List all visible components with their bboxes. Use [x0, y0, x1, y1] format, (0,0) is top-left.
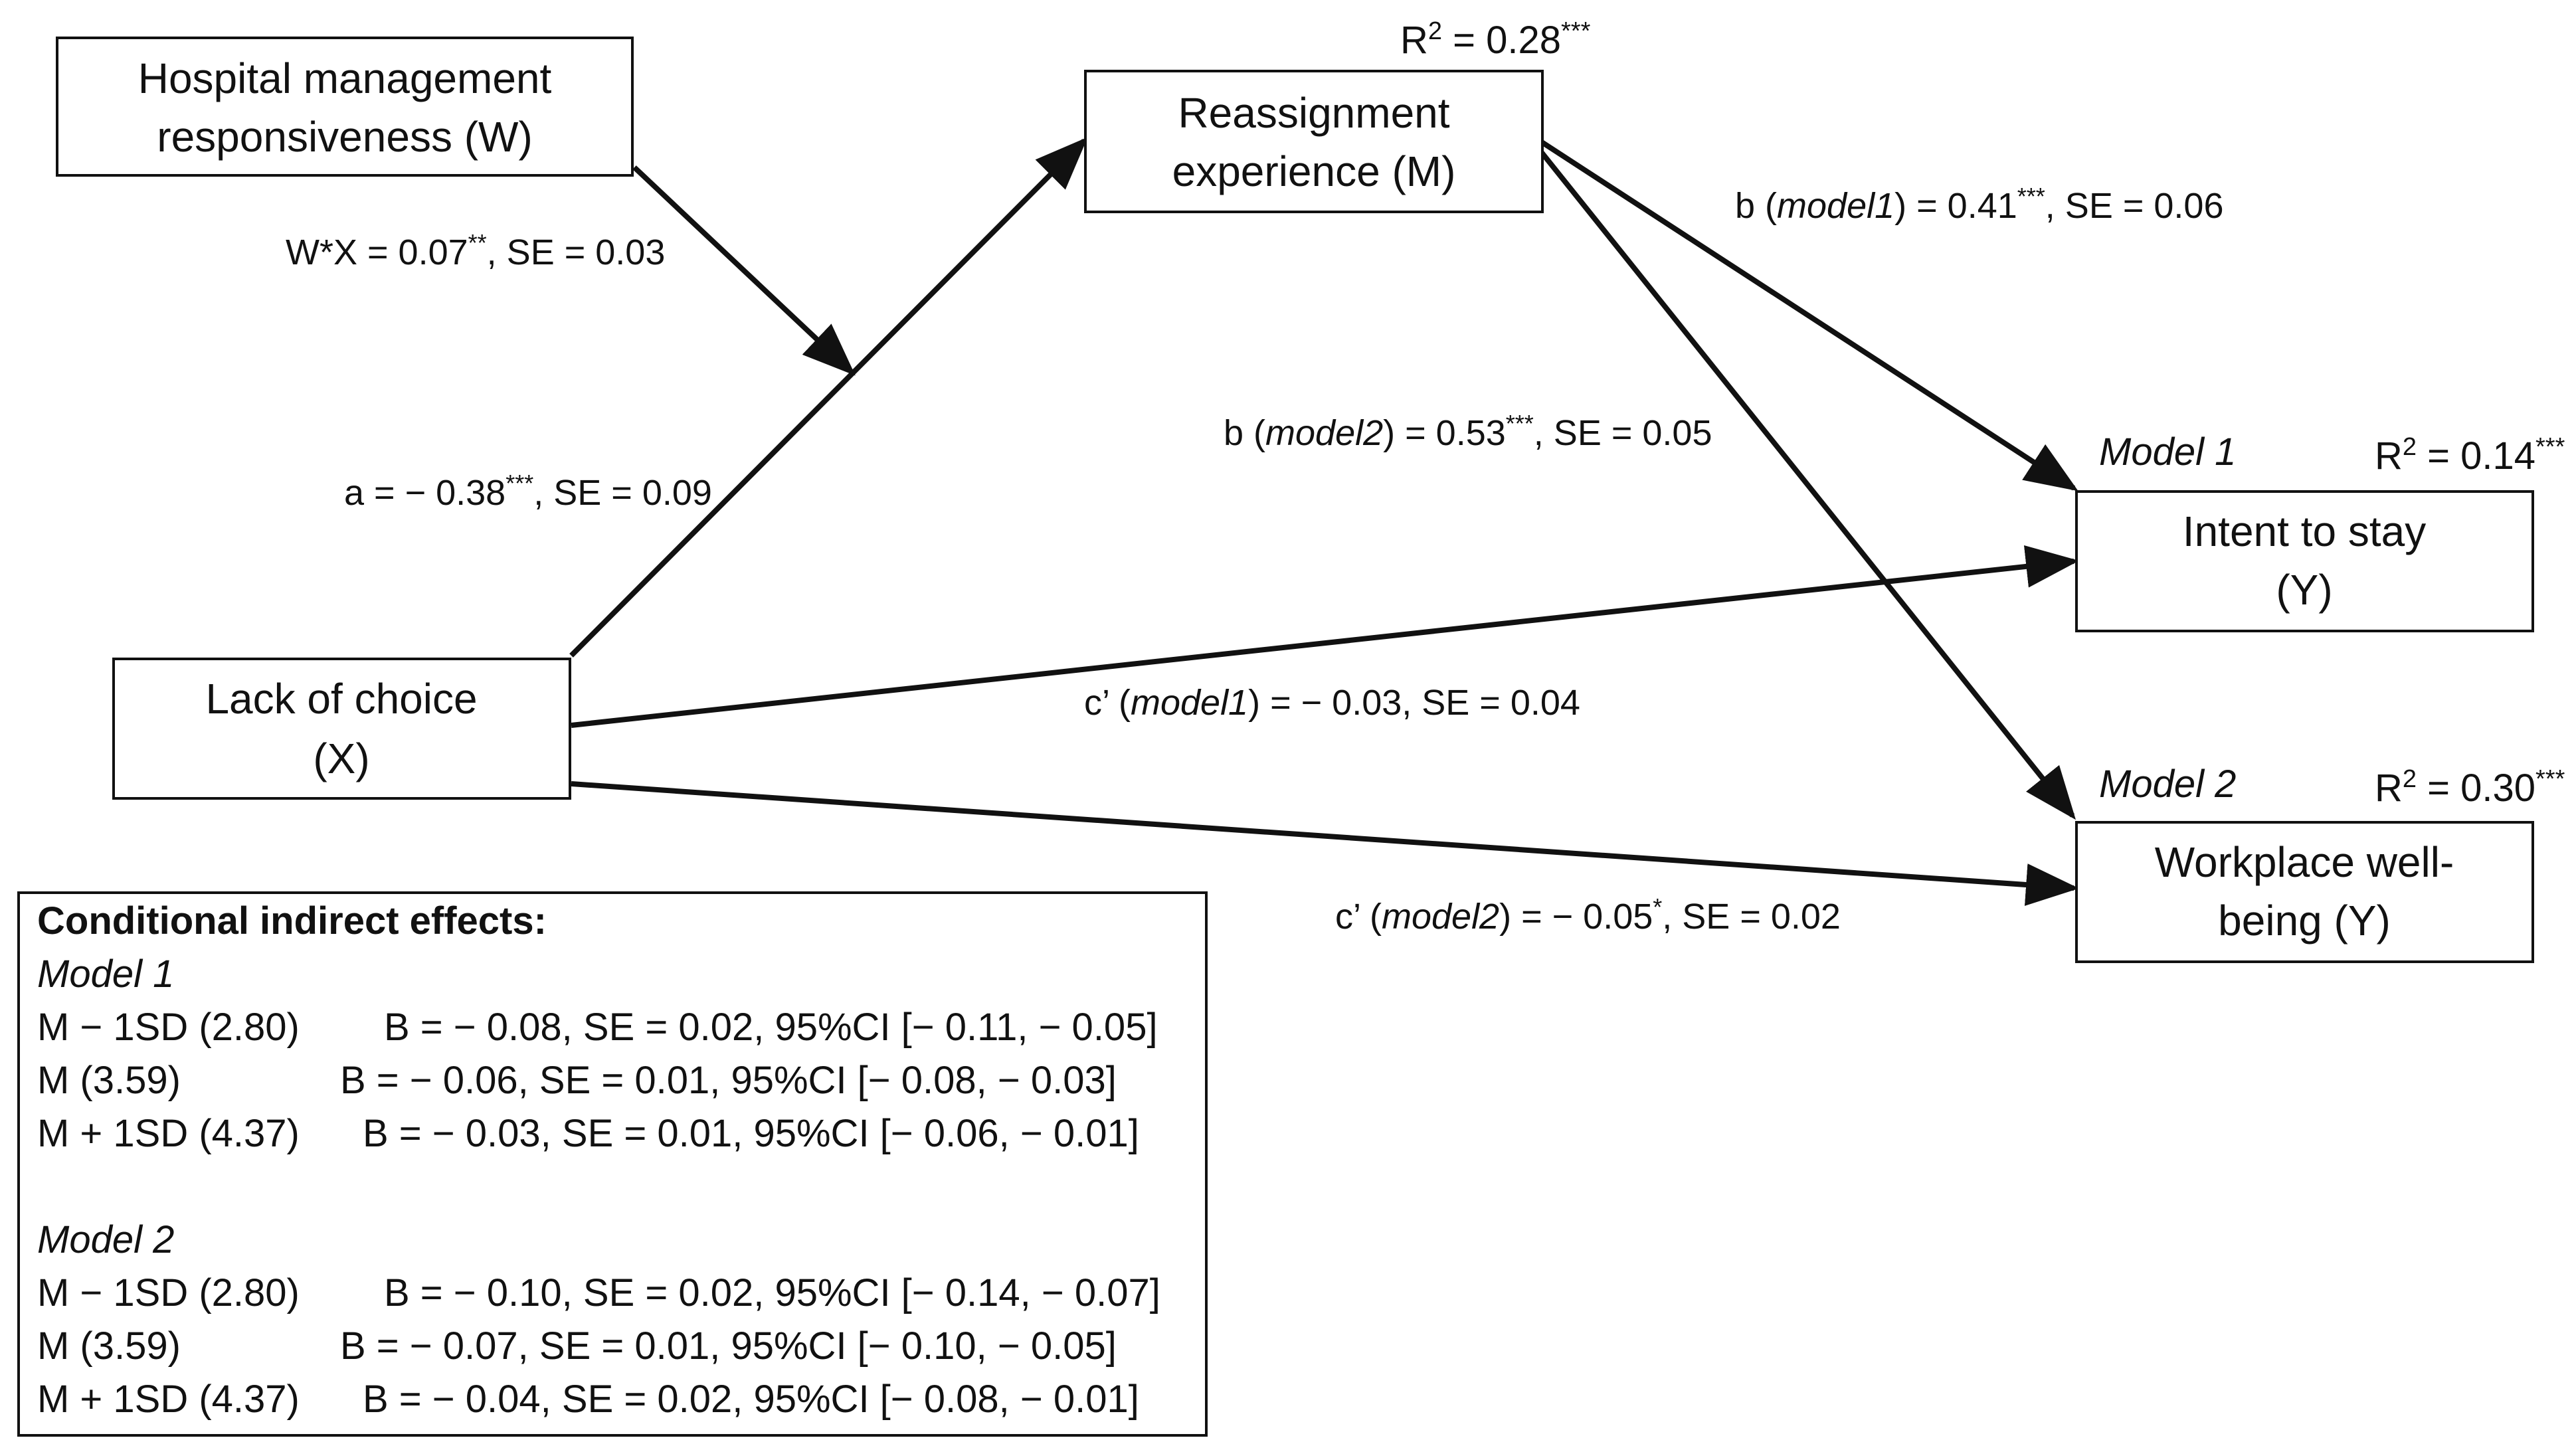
- node-y1-line2: (Y): [2276, 566, 2332, 614]
- panel-title: Conditional indirect effects:: [37, 899, 547, 943]
- edge-x-to-m: [569, 137, 1088, 658]
- panel-model2-row1-stats: B = − 0.10, SE = 0.02, 95%CI [− 0.14, − …: [384, 1271, 1160, 1314]
- conditional-indirect-effects-panel: Conditional indirect effects: Model 1 M …: [17, 891, 1208, 1437]
- panel-model1-row2-level: M (3.59): [37, 1059, 181, 1102]
- edge-m-to-y1: [1538, 138, 2078, 492]
- node-y2-line1: Workplace well-: [2155, 838, 2454, 886]
- panel-model2-row3-stats: B = − 0.04, SE = 0.02, 95%CI [− 0.08, − …: [363, 1378, 1139, 1421]
- panel-model1-row3-level: M + 1SD (4.37): [37, 1112, 300, 1155]
- path-label-b1: b (model1) = 0.41***, SE = 0.06: [1735, 183, 2223, 226]
- node-x-line2: (X): [313, 735, 369, 782]
- path-label-wx: W*X = 0.07**, SE = 0.03: [286, 229, 665, 273]
- node-m-line1: Reassignment: [1178, 89, 1449, 137]
- node-m-reassignment: Reassignment experience (M): [1084, 70, 1544, 213]
- r-squared-m: R2 = 0.28***: [1400, 17, 1591, 62]
- edge-x-to-y1: [571, 545, 2079, 728]
- path-label-c1: c’ (model1) = − 0.03, SE = 0.04: [1084, 683, 1580, 723]
- panel-model1-row2-stats: B = − 0.06, SE = 0.01, 95%CI [− 0.08, − …: [340, 1059, 1117, 1102]
- panel-model2-row2-stats: B = − 0.07, SE = 0.01, 95%CI [− 0.10, − …: [340, 1324, 1117, 1368]
- node-m-line2: experience (M): [1172, 147, 1456, 195]
- node-y1-intent-to-stay: Intent to stay (Y): [2075, 490, 2534, 632]
- r-squared-y2: R2 = 0.30***: [2375, 765, 2565, 810]
- panel-model2-label: Model 2: [37, 1218, 174, 1261]
- panel-model2-row1-level: M − 1SD (2.80): [37, 1271, 300, 1314]
- path-label-b2: b (model2) = 0.53***, SE = 0.05: [1224, 410, 1712, 454]
- node-w-hospital-management: Hospital management responsiveness (W): [56, 37, 634, 177]
- edge-m-to-y2: [1537, 148, 2076, 820]
- node-y1-line1: Intent to stay: [2183, 507, 2426, 555]
- panel-model2-row3-level: M + 1SD (4.37): [37, 1378, 300, 1421]
- panel-model1-row3-stats: B = − 0.03, SE = 0.01, 95%CI [− 0.06, − …: [363, 1112, 1139, 1155]
- r-squared-y1: R2 = 0.14***: [2375, 433, 2565, 478]
- panel-model1-row1-stats: B = − 0.08, SE = 0.02, 95%CI [− 0.11, − …: [384, 1006, 1158, 1049]
- panel-model2-row2-level: M (3.59): [37, 1324, 181, 1368]
- path-label-c2: c’ (model2) = − 0.05*, SE = 0.02: [1335, 893, 1841, 937]
- edge-w-to-a-path: [632, 165, 856, 376]
- node-w-line1: Hospital management: [138, 54, 552, 102]
- model-tag-y1: Model 1: [2099, 430, 2236, 474]
- panel-model1-row1-level: M − 1SD (2.80): [37, 1006, 300, 1049]
- node-w-line2: responsiveness (W): [157, 113, 533, 161]
- node-y2-workplace-wellbeing: Workplace well- being (Y): [2075, 821, 2534, 963]
- model-tag-y2: Model 2: [2099, 763, 2236, 806]
- node-x-line1: Lack of choice: [205, 675, 477, 723]
- node-x-lack-of-choice: Lack of choice (X): [112, 658, 571, 800]
- edge-x-to-y2: [571, 781, 2079, 906]
- panel-model1-label: Model 1: [37, 952, 174, 996]
- node-y2-line2: being (Y): [2218, 897, 2391, 945]
- path-label-a: a = − 0.38***, SE = 0.09: [344, 470, 712, 513]
